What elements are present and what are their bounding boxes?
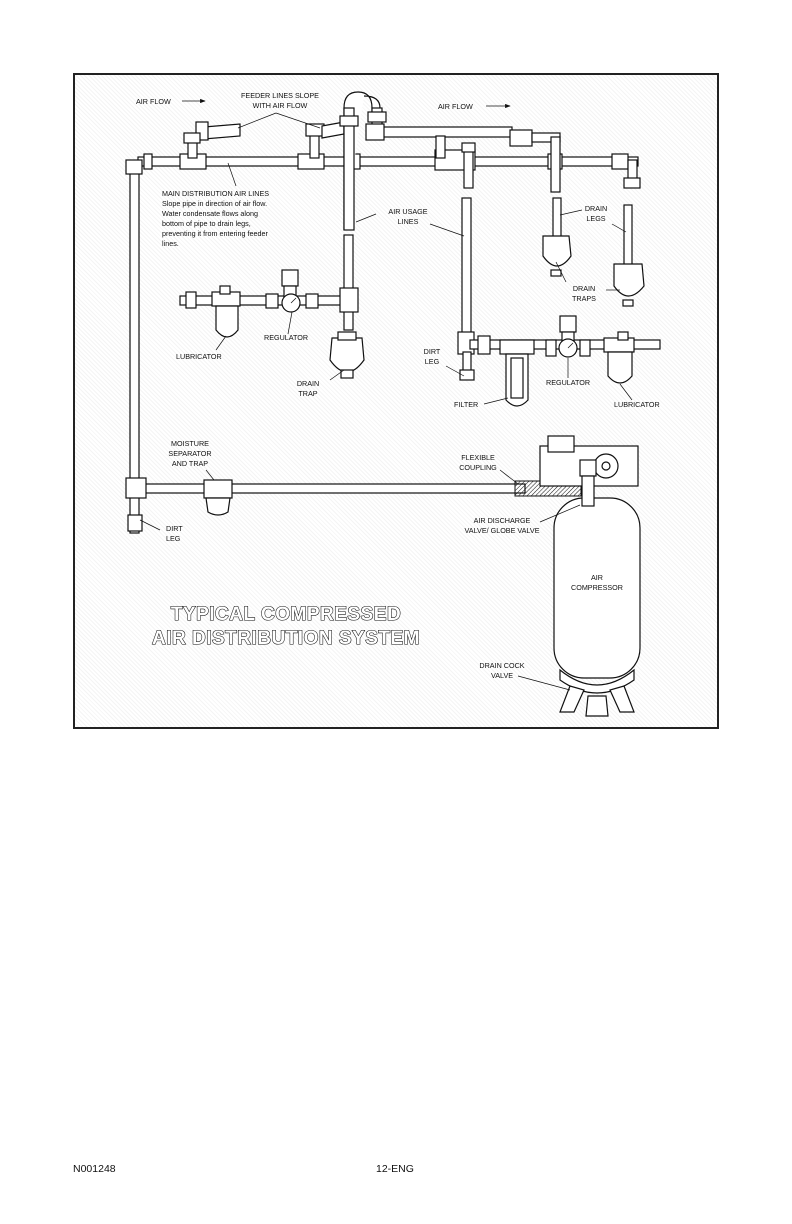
label-air-flow-left: AIR FLOW: [136, 97, 171, 106]
label-air-discharge-valve: AIR DISCHARGE: [474, 516, 531, 525]
label-lubricator-right: LUBRICATOR: [614, 400, 660, 409]
diagram-labels: AIR FLOW FEEDER LINES SLOPE WITH AIR FLO…: [136, 91, 660, 680]
air-usage-line-left: [179, 234, 365, 379]
label-moisture-separator: AND TRAP: [172, 459, 208, 468]
label-main-distribution: lines.: [162, 239, 179, 248]
label-drain-trap: DRAIN: [297, 379, 319, 388]
diagram-title: AIR DISTRIBUTION SYSTEM: [152, 628, 420, 649]
label-air-flow-right: AIR FLOW: [438, 102, 473, 111]
label-main-distribution: bottom of pipe to drain legs,: [162, 219, 251, 228]
label-feeder-lines: WITH AIR FLOW: [253, 101, 308, 110]
label-main-distribution: Slope pipe in direction of air flow.: [162, 199, 267, 208]
label-drain-legs: LEGS: [586, 214, 605, 223]
label-regulator-right: REGULATOR: [546, 378, 590, 387]
leader-lines: [139, 98, 633, 691]
label-air-compressor: COMPRESSOR: [571, 583, 623, 592]
main-distribution-pipe: [125, 149, 639, 534]
label-feeder-lines: FEEDER LINES SLOPE: [241, 91, 319, 100]
label-drain-cock-valve: VALVE: [491, 671, 513, 680]
label-dirt-leg-right: LEG: [425, 357, 440, 366]
label-flexible-coupling: FLEXIBLE: [461, 453, 495, 462]
label-drain-traps: DRAIN: [573, 284, 595, 293]
label-dirt-leg-left: LEG: [166, 534, 181, 543]
doc-code: N001248: [73, 1163, 116, 1175]
label-main-distribution: preventing it from entering feeder: [162, 229, 268, 238]
label-lubricator-left: LUBRICATOR: [176, 352, 222, 361]
label-air-usage-lines: LINES: [398, 217, 419, 226]
air-usage-line-right: [457, 197, 661, 407]
label-filter: FILTER: [454, 400, 478, 409]
label-drain-legs: DRAIN: [585, 204, 607, 213]
diagram-title: TYPICAL COMPRESSED: [171, 604, 401, 625]
air-compressor: [539, 435, 641, 717]
label-dirt-leg-right: DIRT: [424, 347, 441, 356]
label-moisture-separator: SEPARATOR: [168, 449, 211, 458]
label-flexible-coupling: COUPLING: [459, 463, 497, 472]
label-main-distribution: Water condensate flows along: [162, 209, 258, 218]
label-air-usage-lines: AIR USAGE: [388, 207, 427, 216]
label-main-distribution: MAIN DISTRIBUTION AIR LINES: [162, 189, 269, 198]
label-drain-traps: TRAPS: [572, 294, 596, 303]
label-drain-trap: TRAP: [298, 389, 317, 398]
label-dirt-leg-left: DIRT: [166, 524, 183, 533]
label-moisture-separator: MOISTURE: [171, 439, 209, 448]
label-air-discharge-valve: VALVE/ GLOBE VALVE: [465, 526, 540, 535]
drain-legs-right: [542, 197, 645, 307]
label-regulator-left: REGULATOR: [264, 333, 308, 342]
label-drain-cock-valve: DRAIN COCK: [479, 661, 524, 670]
label-air-compressor: AIR: [591, 573, 603, 582]
moisture-separator: [203, 479, 233, 516]
feeder-lines: [183, 91, 641, 231]
page-number: 12-ENG: [376, 1163, 414, 1175]
